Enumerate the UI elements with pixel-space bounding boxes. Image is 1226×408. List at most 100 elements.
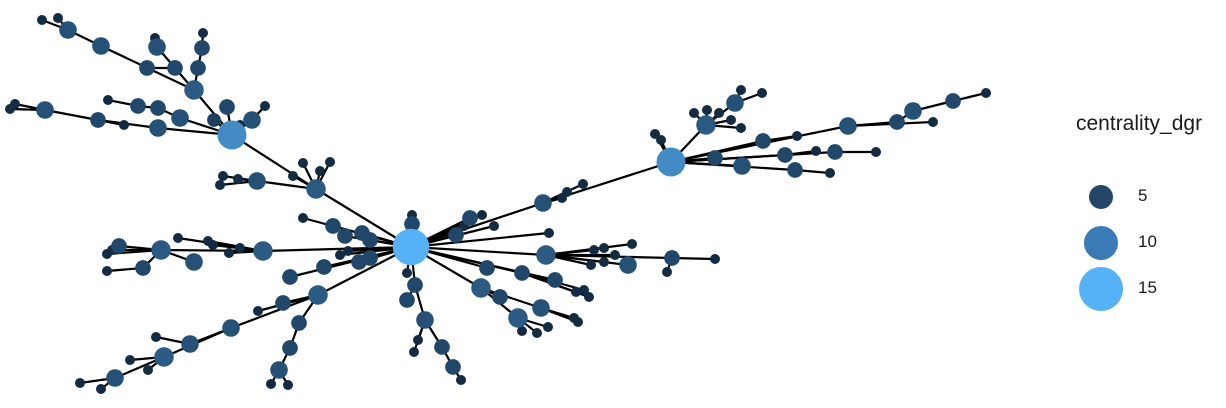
network-node [871,147,881,157]
network-node [532,299,550,317]
network-node [586,260,596,270]
network-node [171,109,189,127]
network-node [736,123,746,133]
network-node [508,308,528,328]
network-node [714,108,724,118]
network-node [619,256,637,274]
network-node [325,157,335,167]
network-node [471,278,491,298]
network-node [325,218,341,234]
network-node [53,13,63,23]
network-edge [229,293,320,330]
network-node [402,268,412,278]
network-node [306,179,326,199]
network-node [702,105,712,115]
network-node [222,319,240,337]
network-node [5,104,15,114]
network-node [291,315,307,331]
network-node [656,147,686,177]
network-node [573,317,583,327]
network-node [664,250,680,266]
network-node [434,339,450,355]
network-node [584,292,594,302]
network-node [102,249,112,259]
network-node [167,60,183,76]
network-node [96,384,106,394]
network-node [266,379,276,389]
network-node [36,101,54,119]
network-node [139,60,155,76]
network-node [233,174,243,184]
network-edge [409,231,551,249]
network-node [627,239,637,249]
network-node [288,171,298,181]
network-node [839,117,857,135]
network-node [337,228,353,244]
network-node [610,250,620,260]
network-node [777,147,793,163]
legend-dot-15 [1079,267,1123,311]
legend: centrality_dgr 5 10 15 [1076,112,1226,312]
network-node [757,88,767,98]
network-node [536,245,556,265]
network-node [37,15,47,25]
network-node [184,80,204,100]
network-node [253,241,273,261]
network-node [456,375,466,385]
legend-dot-5 [1089,185,1113,209]
network-node [517,326,527,336]
network-node [492,289,508,305]
network-node [489,221,499,231]
network-node [106,369,124,387]
network-node [198,28,208,38]
network-node [392,228,430,266]
network-node [90,112,106,128]
network-node [514,265,530,281]
network-node [154,347,174,367]
network-node [792,131,802,141]
network-node [726,115,736,125]
network-node [185,253,203,271]
legend-item-5: 5 [1076,174,1226,220]
network-node [260,101,270,111]
network-node [689,108,699,118]
network-node [404,216,420,232]
network-node [479,260,495,276]
network-node [203,236,213,246]
network-node [462,210,478,226]
network-node [235,243,245,253]
network-node [151,332,161,342]
network-node [219,99,235,115]
network-node [696,115,716,135]
network-node [477,210,487,220]
network-node [544,228,554,238]
network-edge [159,248,265,253]
network-node [928,117,938,127]
network-node [945,93,961,109]
network-node [102,266,112,276]
network-node [253,306,263,316]
network-edge [479,286,543,310]
network-node [579,285,589,295]
network-node [362,250,378,266]
network-node [543,322,553,332]
network-node [534,194,552,212]
network-node [662,267,672,277]
network-node [532,328,542,338]
legend-item-10: 10 [1076,220,1226,266]
network-node [308,285,328,305]
network-node [362,232,378,248]
network-node [243,111,261,129]
network-node [707,150,723,166]
network-node [571,287,581,297]
network-node [547,272,563,288]
network-node [218,171,228,181]
network-node [316,259,332,275]
network-node [125,355,135,365]
legend-label: 10 [1138,232,1157,251]
network-node [811,146,821,156]
network-node [827,144,843,160]
network-node [599,243,609,253]
network-node [215,180,225,190]
network-node [755,133,771,149]
